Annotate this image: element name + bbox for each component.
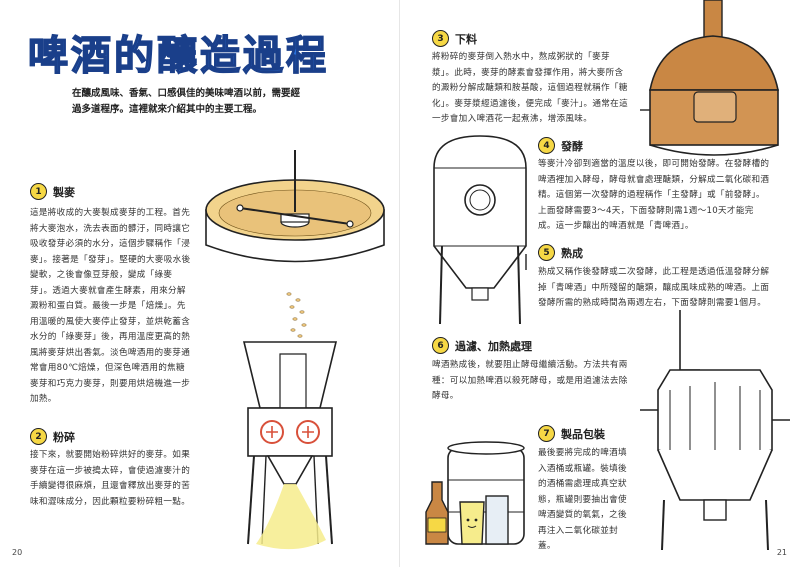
section-6-body: 啤酒熟成後，就要阻止酵母繼續活動。方法共有兩種：可以加熱啤酒以殺死酵母，或是用過… — [432, 360, 628, 401]
section-2-body: 接下來，就要開始粉碎烘好的麥芽。如果麥芽在這一步被搗太碎，會使過濾麥汁的手續變得… — [30, 450, 191, 507]
section-5-body: 熟成又稱作後發酵或二次發酵，此工程是透過低溫發酵分解掉「青啤酒」中所殘留的醣類，… — [538, 267, 770, 308]
section-4-badge: 4 — [538, 137, 555, 154]
section-1-title: 製麥 — [53, 185, 75, 199]
section-3-body: 將粉碎的麥芽倒入熱水中，熬成粥狀的「麥芽漿」。此時，麥芽的酵素會發揮作用，將大麥… — [432, 52, 628, 124]
section-6-header: 6 過濾、加熱處理 — [432, 337, 532, 354]
malting-vat-illustration — [205, 150, 385, 263]
section-2-title: 粉碎 — [53, 430, 75, 444]
section-2-header: 2 粉碎 — [30, 428, 75, 445]
section-7-body: 最後要將完成的啤酒填入酒桶或瓶罐。裝填後的酒桶需處理成真空狀態，瓶罐則要抽出會使… — [538, 448, 627, 551]
section-6-title: 過濾、加熱處理 — [455, 339, 532, 353]
section-4-header: 4 發酵 — [538, 137, 583, 154]
section-3-header: 3 下料 — [432, 30, 477, 47]
section-7-badge: 7 — [538, 425, 555, 442]
intro-text: 在釀成風味、香氣、口感俱佳的美味啤酒以前，需要經過多道程序。這裡就來介紹其中的主… — [72, 88, 301, 115]
filtration-vessel-illustration — [640, 310, 790, 551]
section-3-title: 下料 — [455, 32, 477, 46]
section-5-badge: 5 — [538, 244, 555, 261]
fermentation-tank-illustration — [433, 135, 527, 325]
section-5-title: 熟成 — [561, 246, 583, 260]
spine-divider — [399, 0, 400, 567]
page-title: 啤酒的釀造過程 — [27, 32, 329, 80]
section-3-badge: 3 — [432, 30, 449, 47]
section-5-header: 5 熟成 — [538, 244, 583, 261]
section-7-header: 7 製品包裝 — [538, 425, 605, 442]
section-4-body: 等麥汁冷卻到適當的溫度以後，即可開始發酵。在發酵槽的啤酒裡加入酵母，酵母就會處理… — [538, 159, 770, 231]
section-4-title: 發酵 — [561, 139, 583, 153]
keg-bottle-glass-illustration — [425, 441, 525, 545]
grain-mill-illustration — [242, 341, 338, 550]
grain-trickle-illustration — [286, 292, 307, 338]
section-1-body: 這是將收成的大麥製成麥芽的工程。首先將大麥泡水，洗去表面的髒汙，同時讓它吸收發芽… — [30, 208, 191, 404]
section-2-badge: 2 — [30, 428, 47, 445]
section-7-title: 製品包裝 — [561, 427, 605, 441]
brew-kettle-illustration — [640, 0, 779, 156]
page-number-right: 21 — [776, 548, 787, 557]
section-6-badge: 6 — [432, 337, 449, 354]
page-number-left: 20 — [12, 548, 23, 557]
section-1-badge: 1 — [30, 183, 47, 200]
section-1-header: 1 製麥 — [30, 183, 75, 200]
